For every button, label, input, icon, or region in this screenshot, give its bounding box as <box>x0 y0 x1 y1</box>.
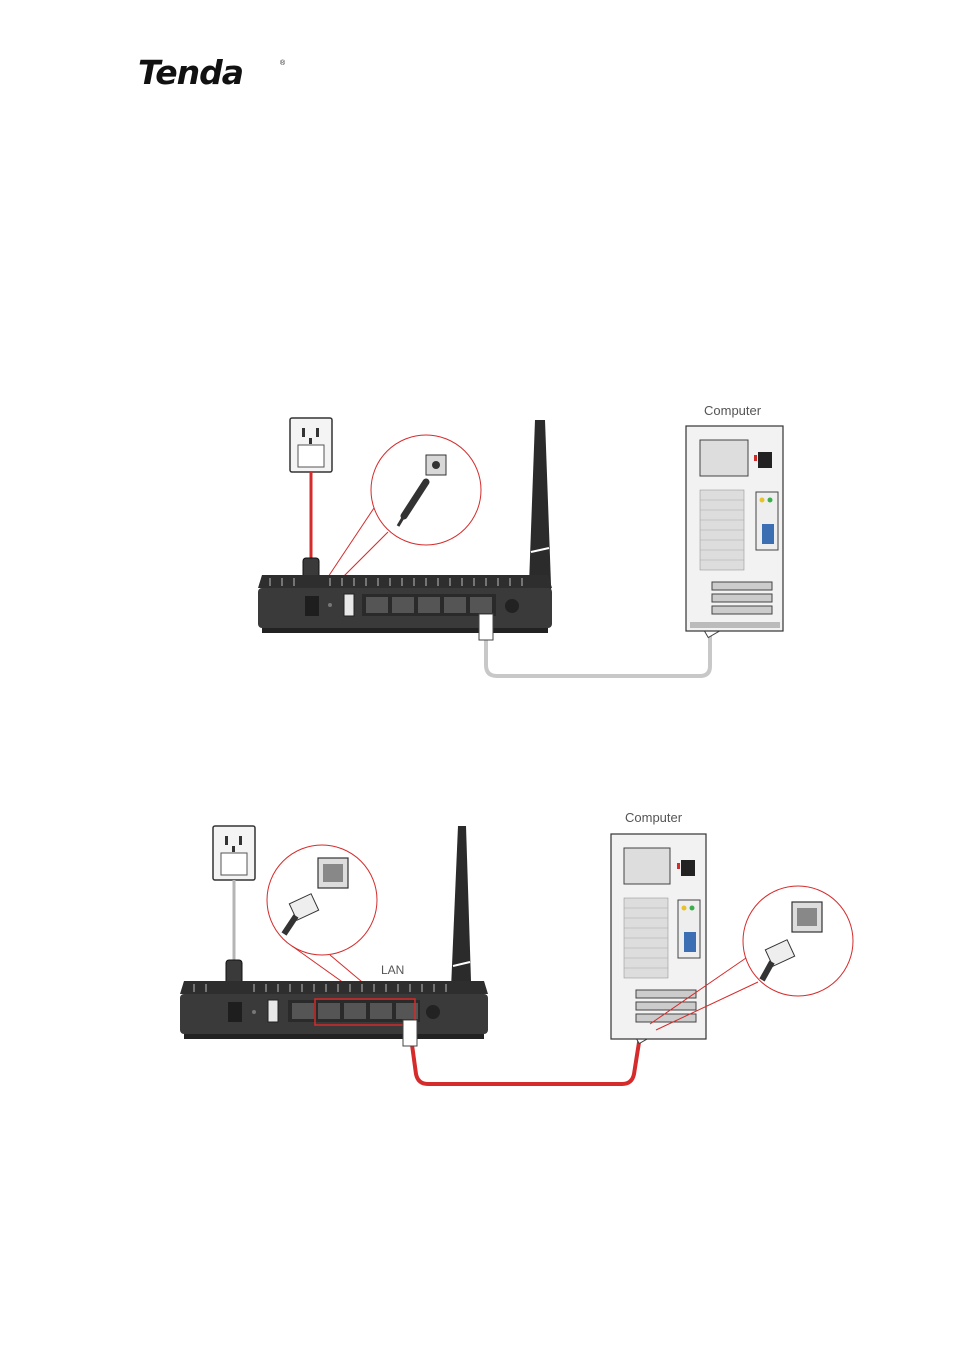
registered-mark: ® <box>280 60 285 67</box>
figure-power-connection: Computer <box>0 380 954 700</box>
lan-label: LAN <box>381 963 404 977</box>
figure-lan-connection: LAN Compu <box>0 800 954 1100</box>
computer-tower <box>686 426 783 631</box>
brand-name: Tenda <box>138 52 243 94</box>
computer-label: Computer <box>704 403 762 418</box>
brand-logo: Tenda ® <box>138 52 288 94</box>
router-rear-panel <box>258 575 552 633</box>
router-rear-panel <box>180 981 488 1039</box>
wall-outlet <box>290 418 332 472</box>
computer-tower <box>611 834 706 1039</box>
zoom-callout-power-jack <box>318 435 481 598</box>
wall-outlet <box>213 826 255 880</box>
computer-label: Computer <box>625 810 683 825</box>
